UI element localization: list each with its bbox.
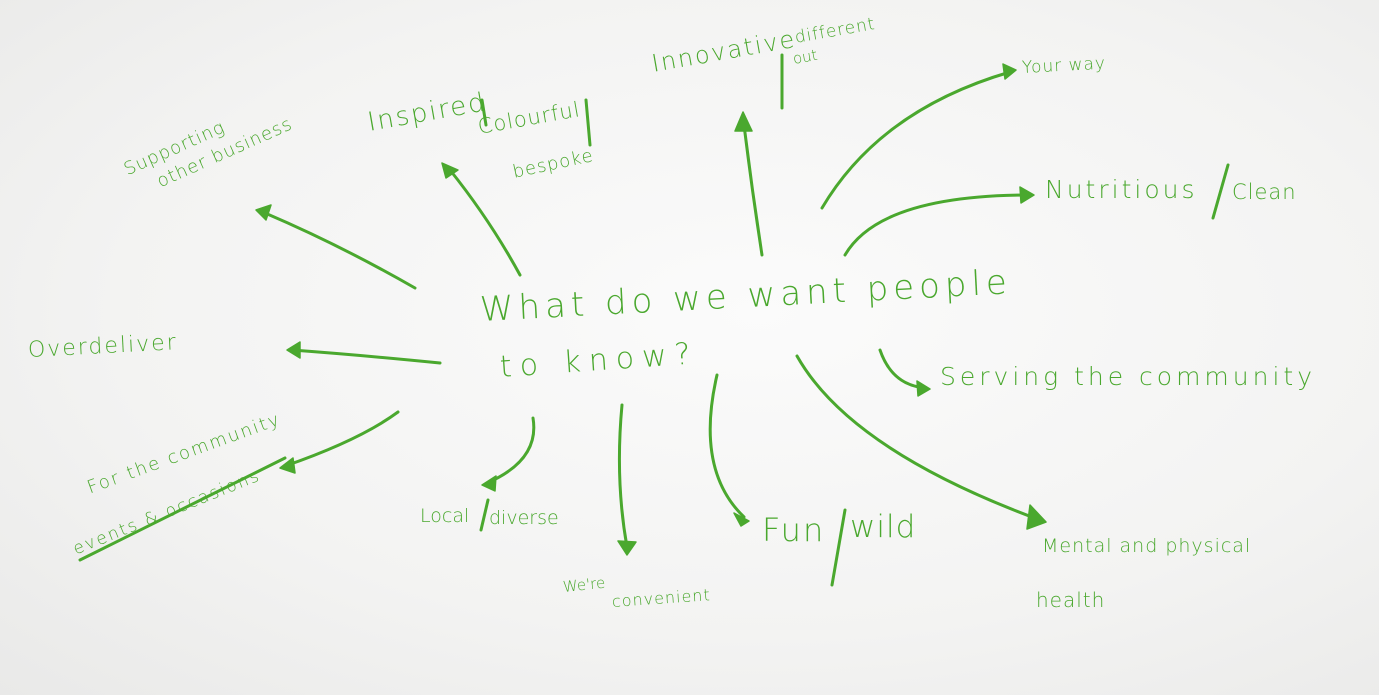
idea-health-line2: health: [1036, 588, 1106, 612]
idea-clean: Clean: [1232, 180, 1297, 204]
arrow-to-convenient: [617, 403, 629, 549]
inspired-divider: [480, 98, 488, 127]
arrowhead-health: [1026, 504, 1047, 530]
idea-wild: wild: [850, 509, 917, 545]
arrowhead-for-community: [279, 457, 296, 474]
community-underline: [78, 456, 287, 562]
idea-nutritious: Nutritious: [1045, 175, 1198, 204]
idea-health-line1: Mental and physical: [1042, 535, 1252, 557]
arrowhead-supporting: [255, 204, 272, 221]
arrowhead-inspired: [441, 162, 459, 179]
arrow-to-for-community: [283, 410, 400, 468]
idea-diverse: diverse: [489, 507, 559, 529]
arrow-to-inspired: [448, 168, 522, 277]
arrowhead-fun: [733, 512, 750, 527]
arrow-to-health: [795, 354, 1042, 522]
arrowhead-local: [481, 475, 497, 492]
arrow-to-supporting: [263, 211, 417, 290]
arrow-to-nutritious: [843, 193, 1032, 257]
arrow-to-innovative: [742, 123, 764, 257]
fun-divider: [830, 508, 847, 587]
arrowhead-nutritious: [1019, 186, 1035, 204]
arrowhead-innovative: [734, 111, 753, 132]
colourful-divider: [584, 98, 592, 147]
arrow-to-your-way: [820, 70, 1012, 210]
idea-fun: Fun: [762, 511, 826, 549]
idea-serving: Serving the community: [940, 362, 1317, 391]
local-divider: [479, 498, 490, 532]
arrow-to-overdeliver: [290, 348, 442, 365]
arrowhead-convenient: [617, 540, 637, 556]
arrowhead-serving: [916, 380, 931, 397]
idea-local: Local: [420, 505, 470, 527]
arrow-to-fun: [708, 373, 746, 519]
arrow-to-local: [485, 416, 536, 485]
nutritious-divider: [1211, 163, 1230, 220]
arrowhead-overdeliver: [286, 341, 301, 359]
arrowhead-your-way: [1002, 63, 1017, 80]
